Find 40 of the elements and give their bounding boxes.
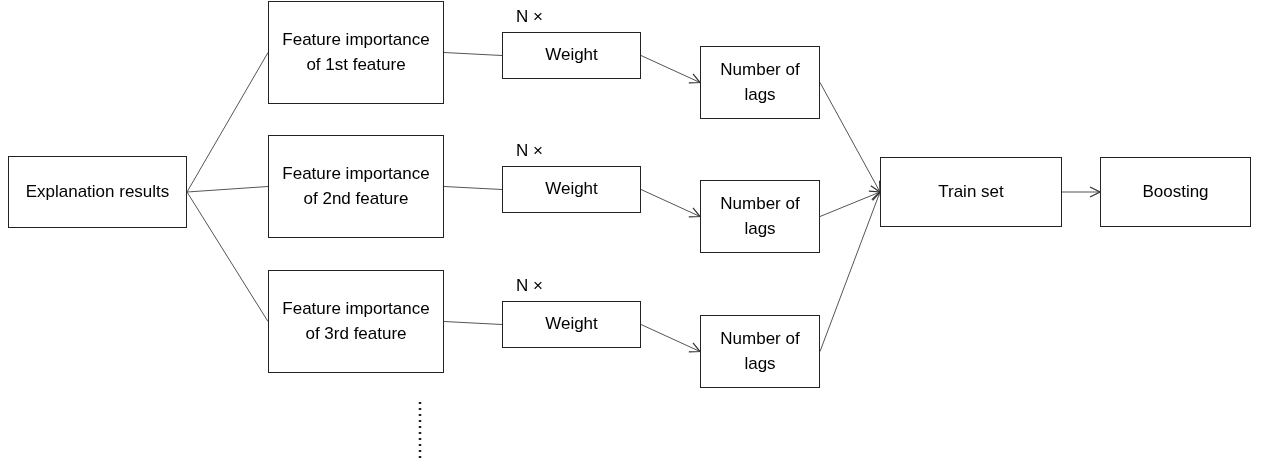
arrow [640,189,701,218]
process-box [880,157,1062,227]
connector-line [186,191,269,322]
box-label: Boosting [1142,180,1209,203]
box-label: Feature importance of 1st feature [281,28,431,76]
process-box [502,166,641,213]
box-label: Feature importance of 3rd feature [281,297,431,345]
process-box [268,135,444,238]
box-label: Feature importance of 2nd feature [281,162,431,210]
box-label: Explanation results [25,180,170,203]
connector-line [443,321,503,325]
process-box [268,270,444,373]
process-box [1100,157,1251,227]
box-label: Train set [938,180,1004,203]
connector-line [443,186,503,190]
process-box [700,46,820,119]
arrow [1061,186,1101,198]
process-box [700,180,820,253]
multiplier-label: N × [516,8,543,25]
process-box [502,32,641,79]
arrow [819,191,882,352]
multiplier-label: N × [516,277,543,294]
arrow [640,55,701,84]
box-label: Weight [545,44,598,67]
arrow [640,324,701,353]
process-box [502,301,641,348]
process-box [268,1,444,104]
multiplier-label: N × [516,142,543,159]
box-label: Number of lags [719,192,801,240]
arrow [819,82,881,193]
box-label: Number of lags [719,58,801,106]
box-label: Weight [545,178,598,201]
process-box [8,156,187,228]
box-label: Number of lags [719,327,801,375]
connector-line [186,52,269,193]
process-box [700,315,820,388]
arrow [819,190,881,217]
connector-line [443,52,503,56]
box-label: Weight [545,313,598,336]
connector-line [186,186,269,193]
